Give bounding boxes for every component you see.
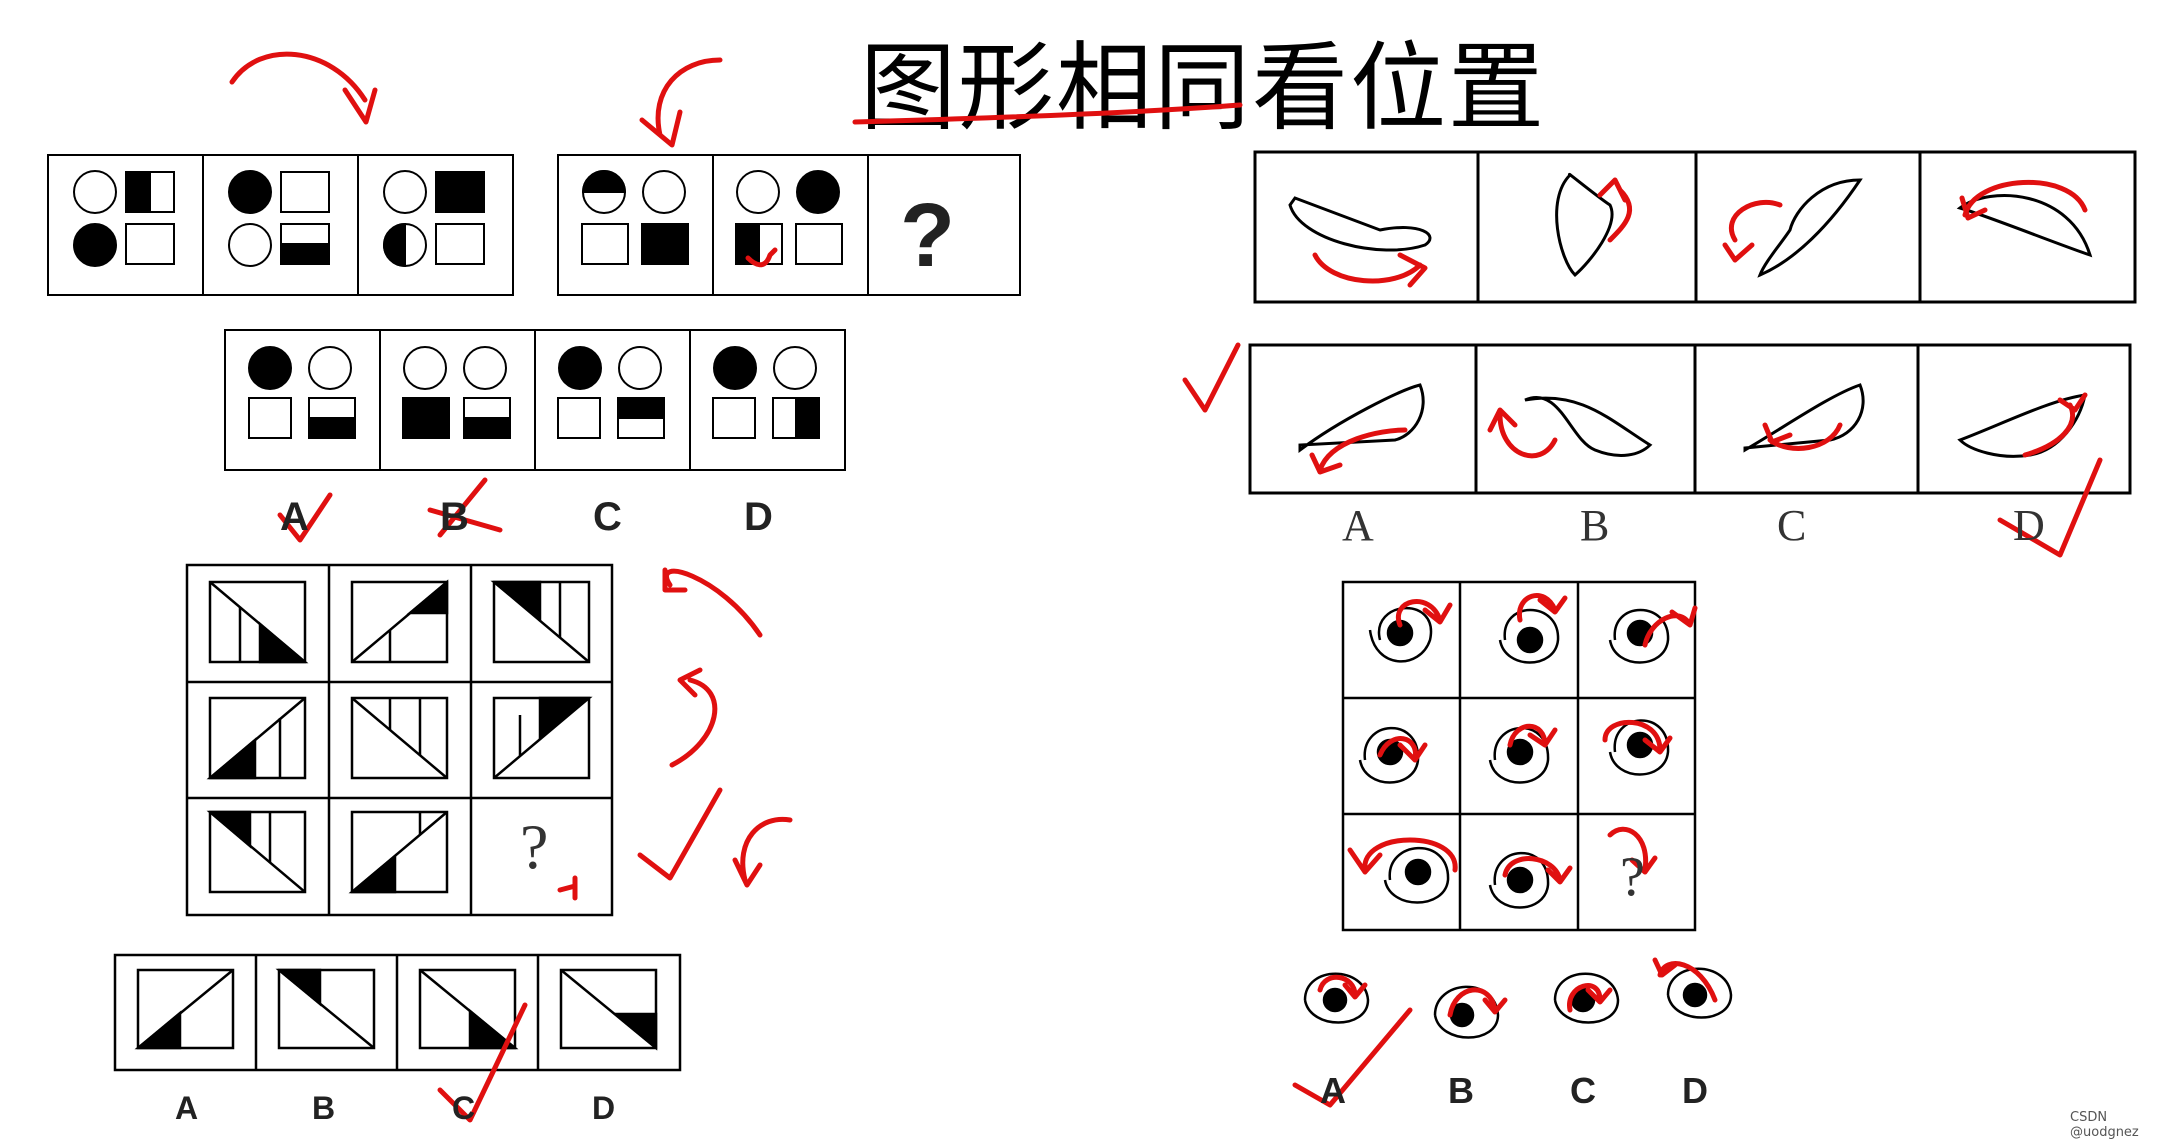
- arrow-annotation: [672, 670, 715, 765]
- option-label-c: C: [593, 495, 622, 540]
- option-label-a: A: [1342, 500, 1374, 551]
- options-bottom-left: [115, 955, 680, 1070]
- options-strip-ribbons: [1250, 345, 2130, 493]
- option-label-b: B: [440, 495, 469, 540]
- tick-mark: [560, 878, 575, 898]
- question-mark-bottom-right: ?: [1620, 845, 1645, 909]
- arrow-annotation: [1962, 182, 2085, 218]
- check-mark: [1185, 345, 1238, 410]
- question-mark-top-left: ?: [900, 185, 955, 288]
- arrow-annotation: [665, 570, 760, 635]
- arrow-annotation: [1312, 430, 1405, 472]
- option-label-a: A: [280, 495, 309, 540]
- triangle-cell: [352, 582, 447, 662]
- spiral-cell: [1385, 848, 1448, 902]
- option-label-b: B: [312, 1090, 335, 1127]
- question-mark-bottom-left: ?: [520, 810, 548, 884]
- check-mark: [640, 790, 720, 878]
- triangle-cell: [210, 698, 305, 778]
- triangle-cell: [210, 812, 305, 892]
- option-label-d: D: [2013, 500, 2045, 551]
- option-label-d: D: [592, 1090, 615, 1127]
- arrow-annotation: [642, 60, 720, 145]
- arrow-annotation: [1519, 596, 1565, 620]
- arrow-annotation: [1315, 255, 1425, 285]
- option-label-d: D: [744, 495, 773, 540]
- option-label-c: C: [452, 1090, 475, 1127]
- arrow-annotation: [232, 54, 375, 122]
- option-label-d: D: [1682, 1070, 1708, 1112]
- watermark: CSDN @uodgnez: [2070, 1110, 2176, 1140]
- triangle-cell: [494, 698, 589, 778]
- check-mark: [1295, 1010, 1410, 1105]
- option-label-c: C: [1570, 1070, 1596, 1112]
- option-label-b: B: [1448, 1070, 1474, 1112]
- puzzle-top-right: [1250, 152, 2135, 493]
- option-label-a: A: [175, 1090, 198, 1127]
- triangle-cell: [494, 582, 589, 662]
- puzzle-top-left: [48, 155, 1020, 470]
- spiral-cell: [1610, 610, 1668, 663]
- option-label-b: B: [1580, 500, 1609, 551]
- spiral-cell: [1490, 728, 1548, 782]
- option-label-a: A: [1320, 1070, 1346, 1112]
- arrow-annotation: [1765, 425, 1840, 448]
- arrow-annotation: [1725, 202, 1780, 260]
- title-underline: [855, 105, 1240, 122]
- spiral-cell: [1500, 610, 1558, 663]
- triangle-cell: [352, 812, 447, 892]
- option-label-c: C: [1777, 500, 1806, 551]
- arrow-annotation: [1600, 180, 1630, 240]
- arrow-annotation: [1490, 410, 1555, 456]
- options-bottom-right: [1305, 969, 1731, 1038]
- triangle-cell: [352, 698, 447, 778]
- triangle-cell: [210, 582, 305, 662]
- arrow-annotation: [735, 819, 790, 885]
